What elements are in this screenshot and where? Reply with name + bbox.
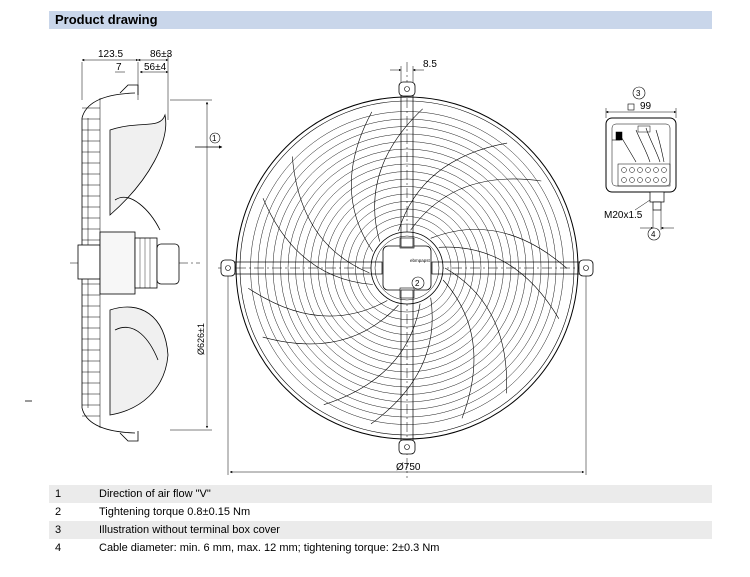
note-text: Illustration without terminal box cover	[93, 521, 712, 539]
callout-1-circle	[209, 132, 221, 144]
note-number: 1	[49, 485, 93, 503]
callout-2: 2	[415, 279, 420, 288]
side-diameter: Ø626±1	[196, 323, 206, 355]
side-dim-7: 7	[116, 62, 122, 73]
front-dim-8-5: 8.5	[423, 59, 437, 70]
note-text: Cable diameter: min. 6 mm, max. 12 mm; t…	[93, 539, 712, 557]
side-dim-86: 86±3	[150, 49, 173, 60]
hub-logo: ebmpapst	[410, 258, 431, 263]
front-view	[218, 62, 596, 478]
terminal-dim-99: 99	[640, 101, 652, 112]
callout-4: 4	[651, 230, 656, 239]
note-number: 4	[49, 539, 93, 557]
section-title: Product drawing	[55, 12, 158, 27]
callout-2-circle	[411, 276, 425, 290]
cable-gland-label: M20x1.5	[604, 210, 643, 221]
callout-4-circle	[647, 227, 661, 241]
side-dim-123-5: 123.5	[98, 49, 123, 60]
front-diameter: Ø750	[396, 462, 421, 473]
side-dim-56: 56±4	[144, 62, 167, 73]
callout-3-circle	[632, 86, 646, 100]
section-header: Product drawing	[49, 11, 712, 29]
callout-1: 1	[212, 134, 217, 143]
side-view	[25, 52, 223, 442]
note-row: 4 Cable diameter: min. 6 mm, max. 12 mm;…	[49, 539, 712, 557]
note-row: 3 Illustration without terminal box cove…	[49, 521, 712, 539]
terminal-box-view	[605, 103, 677, 230]
note-number: 2	[49, 503, 93, 521]
note-text: Direction of air flow "V"	[93, 485, 712, 503]
note-row: 1 Direction of air flow "V"	[49, 485, 712, 503]
note-row: 2 Tightening torque 0.8±0.15 Nm	[49, 503, 712, 521]
product-drawing: 123.5 86±3 7 56±4 Ø626±1 1	[25, 49, 677, 478]
note-text: Tightening torque 0.8±0.15 Nm	[93, 503, 712, 521]
note-number: 3	[49, 521, 93, 539]
notes-table: 1 Direction of air flow "V" 2 Tightening…	[49, 485, 712, 557]
callout-3: 3	[636, 89, 641, 98]
